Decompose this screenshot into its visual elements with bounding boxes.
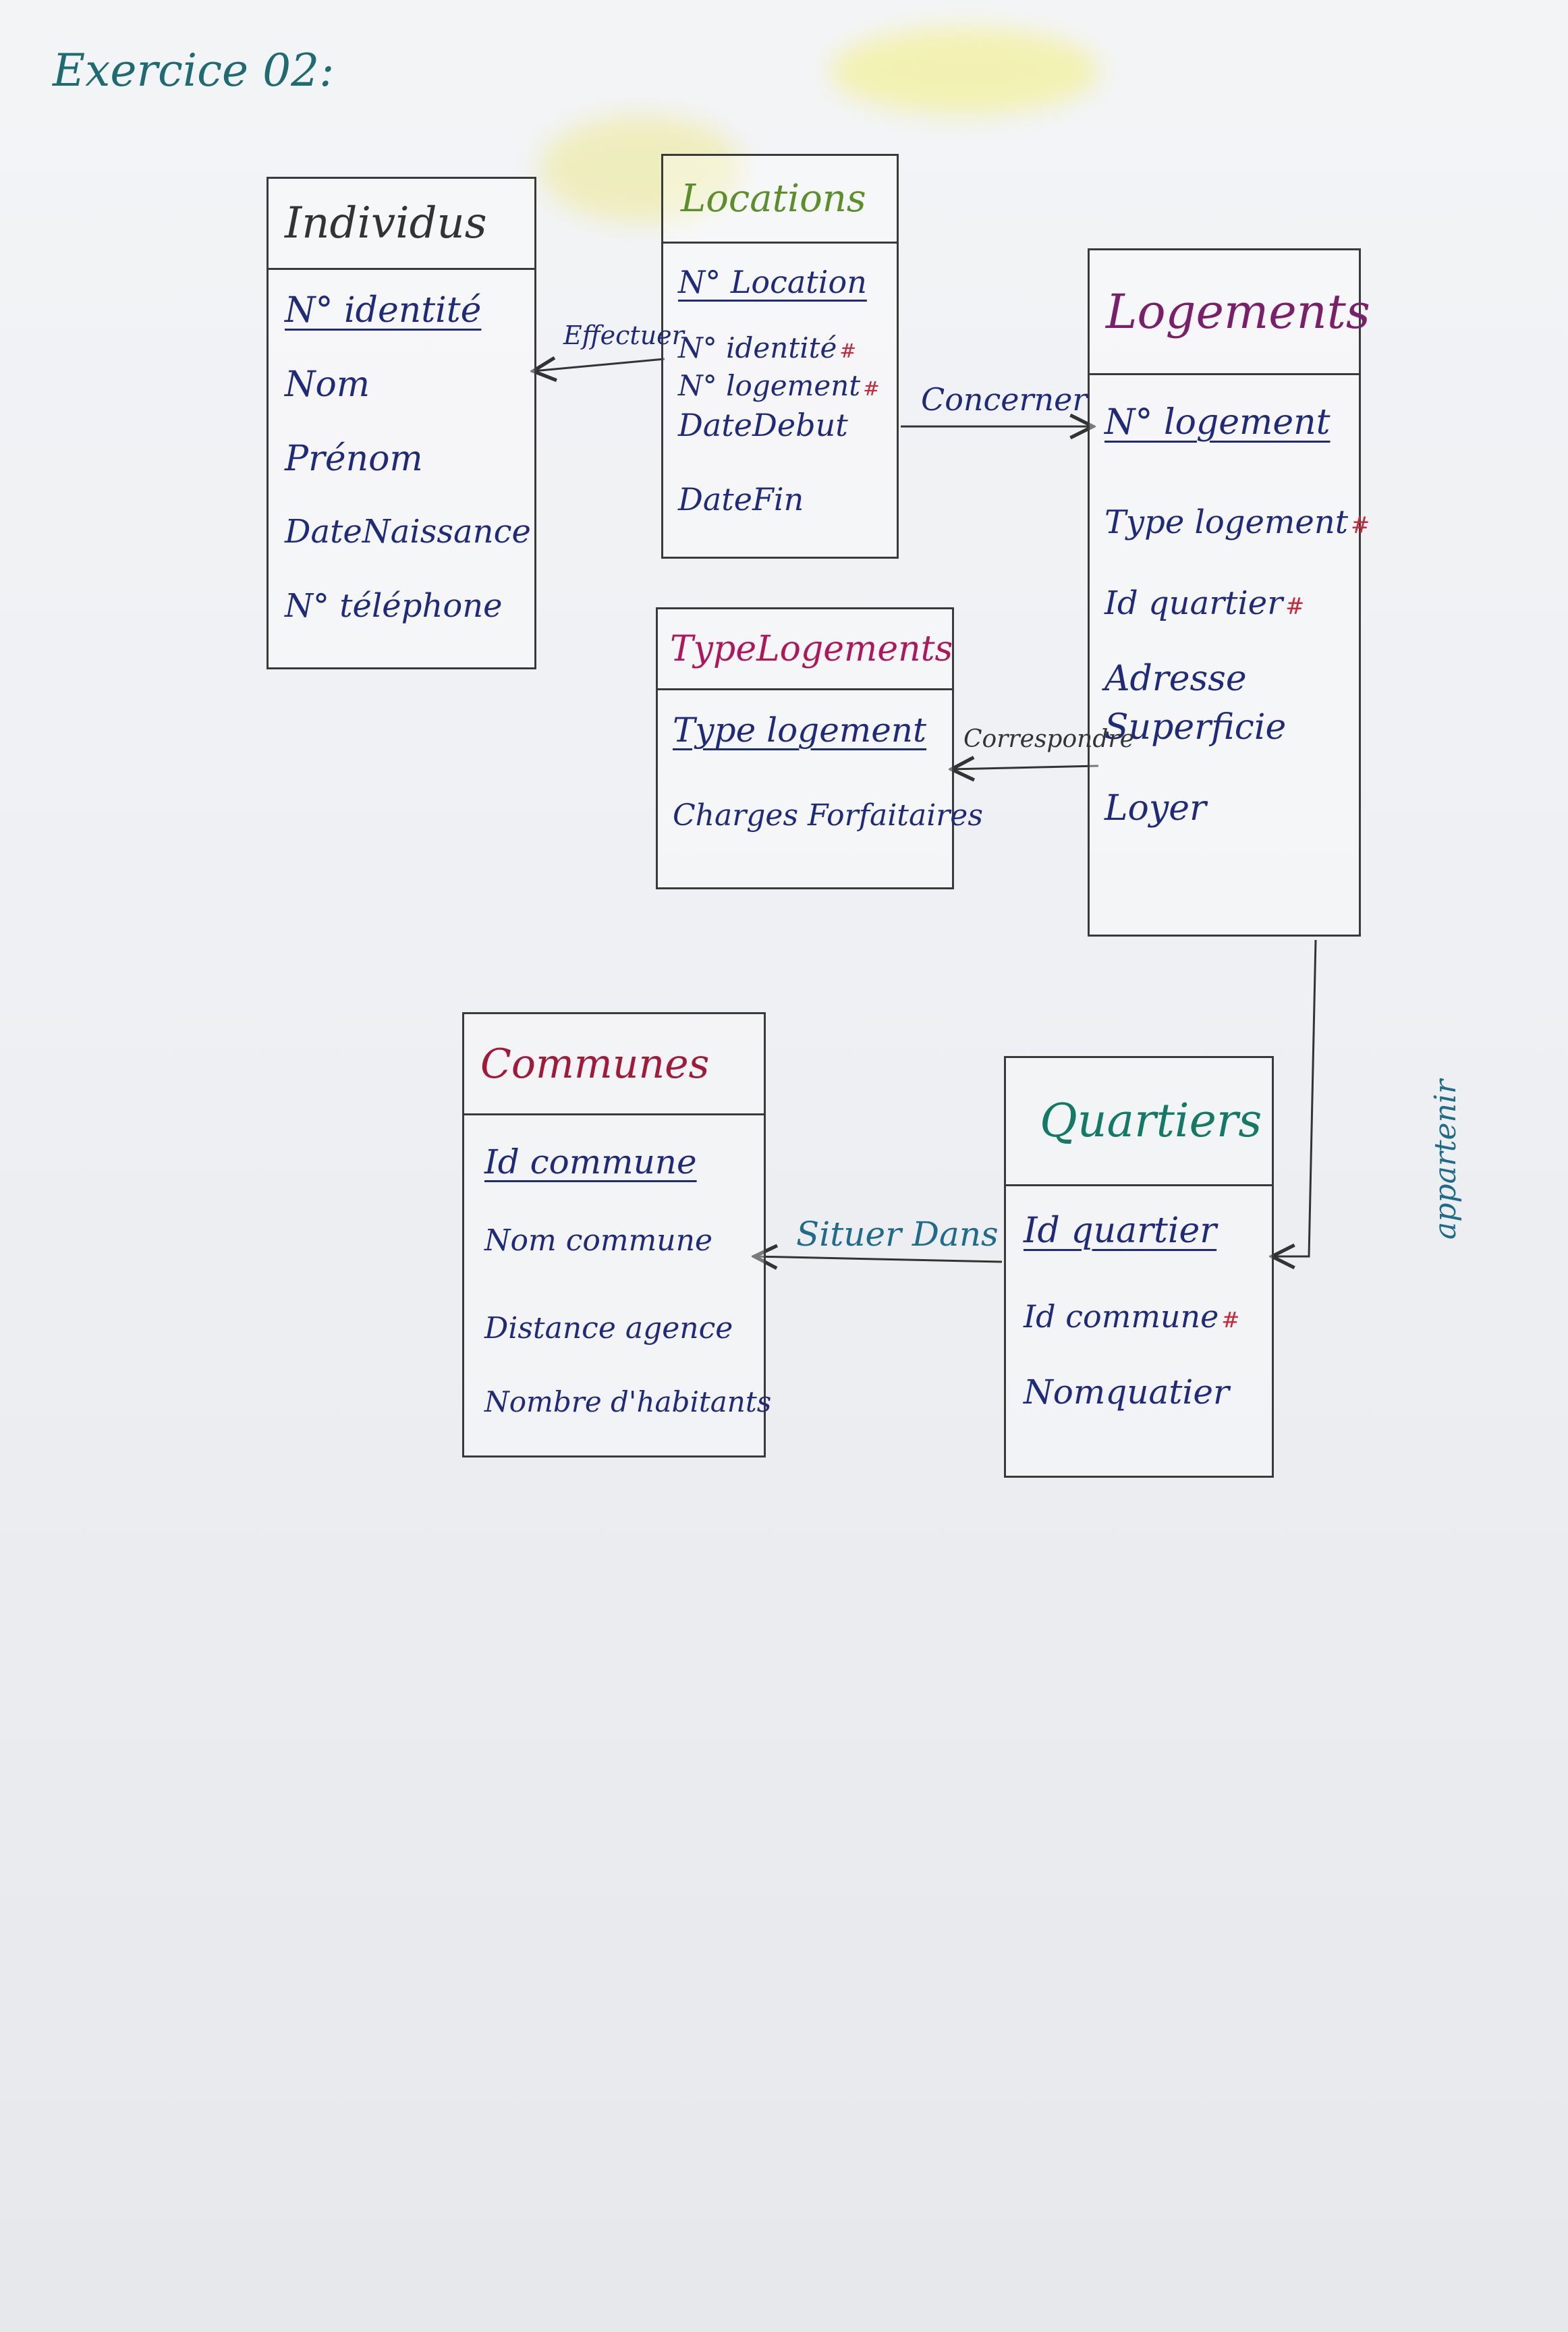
attribute-label: N° identité — [678, 331, 837, 364]
entity-name: Individus — [285, 198, 487, 248]
link-effectuer — [533, 359, 665, 371]
relation-label-correspondre: Correspondre — [963, 725, 1134, 753]
foreign-key-mark: # — [1221, 1307, 1240, 1333]
attribute-item: Nom — [285, 364, 370, 405]
attribute-item: N° identité — [285, 290, 482, 331]
attribute-item: Type logement — [673, 711, 927, 750]
relation-label-concerner: Concerner — [921, 381, 1088, 418]
link-correspondre — [951, 766, 1099, 769]
entity-locations: Locations N° Location N° identité# N° lo… — [661, 154, 899, 559]
entity-communes: Communes Id commune Nom commune Distance… — [462, 1012, 772, 1458]
attribute-item: Nombre d'habitants — [484, 1385, 772, 1418]
entity-individus: Individus N° identité Nom Prénom DateNai… — [267, 177, 536, 669]
attribute-item: Superficie — [1104, 707, 1287, 748]
entity-type-logements: TypeLogements Type logement Charges Forf… — [656, 607, 983, 889]
attribute-item: N° logement — [1104, 402, 1331, 443]
entity-name: Logements — [1106, 284, 1370, 339]
entity-header: Individus — [269, 179, 534, 270]
foreign-key-mark: # — [839, 339, 857, 362]
entity-quartiers: Quartiers Id quartier Id commune# Nomqua… — [1004, 1056, 1274, 1478]
attribute-item: Charges Forfaitaires — [673, 798, 983, 833]
link-situer-dans — [754, 1256, 1003, 1262]
attribute-item: Adresse — [1104, 659, 1247, 699]
attribute-item: Prénom — [285, 439, 423, 479]
highlighter-smudge — [540, 115, 742, 223]
attribute-list: Type logement Charges Forfaitaires — [658, 690, 983, 852]
entity-name: Locations — [681, 177, 866, 221]
relation-label-situer-dans: Situer Dans — [796, 1215, 999, 1254]
attribute-label: Id quartier — [1104, 584, 1283, 622]
entity-header: Quartiers — [1006, 1058, 1272, 1186]
relation-label-appartenir: appartenir — [1428, 1080, 1463, 1240]
attribute-list: N° Location N° identité# N° logement# Da… — [663, 244, 897, 535]
attribute-item: DateNaissance — [285, 513, 531, 551]
attribute-item: Id commune# — [1024, 1298, 1272, 1372]
entity-name: TypeLogements — [670, 628, 953, 669]
highlighter-smudge — [830, 27, 1100, 115]
attribute-item: Nomquatier — [1024, 1372, 1229, 1412]
attribute-item: N° Location — [678, 264, 867, 300]
entity-header: Logements — [1090, 250, 1370, 375]
attribute-list: Id quartier Id commune# Nomquatier — [1006, 1186, 1272, 1433]
attribute-item: N° identité# — [678, 331, 897, 369]
attribute-label: N° logement — [678, 369, 861, 402]
attribute-item: N° logement# — [678, 369, 897, 407]
attribute-item: Id commune — [484, 1142, 697, 1182]
attribute-item: Nom commune — [484, 1223, 712, 1258]
attribute-item: N° téléphone — [285, 587, 503, 625]
relation-label-effectuer: Effectuer — [563, 321, 684, 350]
entity-header: Communes — [464, 1014, 764, 1115]
attribute-list: N° identité Nom Prénom DateNaissance N° … — [269, 270, 534, 661]
attribute-label: Id commune — [1024, 1298, 1219, 1335]
attribute-item: Id quartier# — [1104, 584, 1359, 659]
link-appartenir — [1272, 939, 1317, 1256]
attribute-list: N° logement Type logement# Id quartier# … — [1090, 375, 1370, 849]
attribute-item: Id quartier — [1024, 1211, 1217, 1251]
foreign-key-mark: # — [1285, 593, 1305, 619]
entity-name: Quartiers — [1040, 1094, 1262, 1148]
entity-header: Locations — [663, 156, 897, 244]
foreign-key-mark: # — [1351, 512, 1370, 538]
foreign-key-mark: # — [863, 377, 880, 400]
entity-header: TypeLogements — [658, 609, 953, 690]
attribute-item: DateDebut — [678, 407, 848, 443]
attribute-list: Id commune Nom commune Distance agence N… — [464, 1115, 772, 1439]
entity-name: Communes — [480, 1040, 710, 1088]
attribute-item: Type logement# — [1104, 503, 1370, 584]
attribute-item: DateFin — [678, 481, 804, 518]
attribute-item: Loyer — [1104, 788, 1206, 829]
attribute-item: Distance agence — [484, 1311, 733, 1345]
exercise-title: Exercice 02: — [53, 45, 335, 96]
entity-logements: Logements N° logement Type logement# Id … — [1088, 248, 1370, 937]
attribute-label: Type logement — [1104, 503, 1349, 541]
